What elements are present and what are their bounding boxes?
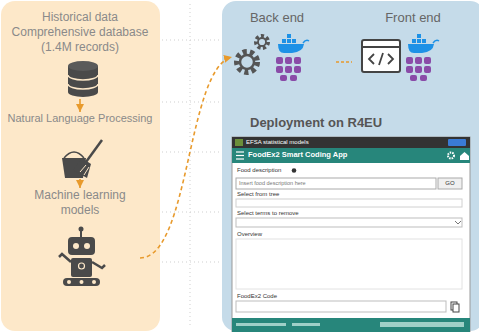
browser-icon <box>362 40 400 72</box>
docker-icon <box>408 34 439 53</box>
step-label: Machine learning models <box>20 188 140 218</box>
ml-step: Machine learning models <box>20 188 140 288</box>
gears-icon <box>237 36 268 72</box>
data-step: Historical data Comprehensive database (… <box>5 10 155 98</box>
step-label: Natural Language Processing <box>1 112 159 126</box>
ui-text: Select terms to remove <box>237 210 299 217</box>
link-mark <box>336 61 352 63</box>
step-label: Historical data Comprehensive database (… <box>5 10 155 55</box>
step-label: Front end <box>357 10 469 26</box>
ui-text: FoodEx2 Code <box>237 293 277 300</box>
pods-icon <box>276 57 301 81</box>
frontend-box: Front end <box>357 10 469 86</box>
left-panel <box>1 1 160 331</box>
app-screenshot: EFSA statistical modelsFoodEx2 Smart Cod… <box>232 137 470 332</box>
deployment-panel: Deployment on R4EU Back end Front endEFSA … <box>222 0 479 332</box>
docker-icon <box>278 34 309 53</box>
flow-arrow <box>140 57 232 258</box>
broom-icon <box>62 140 102 178</box>
ui-text: EFSA statistical models <box>246 139 309 146</box>
app-window <box>232 137 470 332</box>
ui-text: Deployment on R4EU <box>250 116 382 131</box>
ui-text: Overview <box>237 231 262 238</box>
step-label: Back end <box>232 10 322 26</box>
ui-text: Food description <box>237 167 281 174</box>
pods-icon <box>406 57 431 81</box>
backend-box: Back end <box>232 10 322 86</box>
database-icon <box>68 61 98 97</box>
ui-text: Select from tree <box>237 191 279 198</box>
ui-text: Insert food description here <box>239 180 306 186</box>
flow-arrow <box>79 179 81 188</box>
right-panel <box>222 1 479 331</box>
flow-arrow <box>79 99 81 112</box>
ui-text: GO <box>438 180 462 187</box>
nlp-step: Natural Language Processing <box>1 112 159 178</box>
robot-icon <box>59 227 105 287</box>
ui-text: FoodEx2 Smart Coding App <box>248 151 347 160</box>
